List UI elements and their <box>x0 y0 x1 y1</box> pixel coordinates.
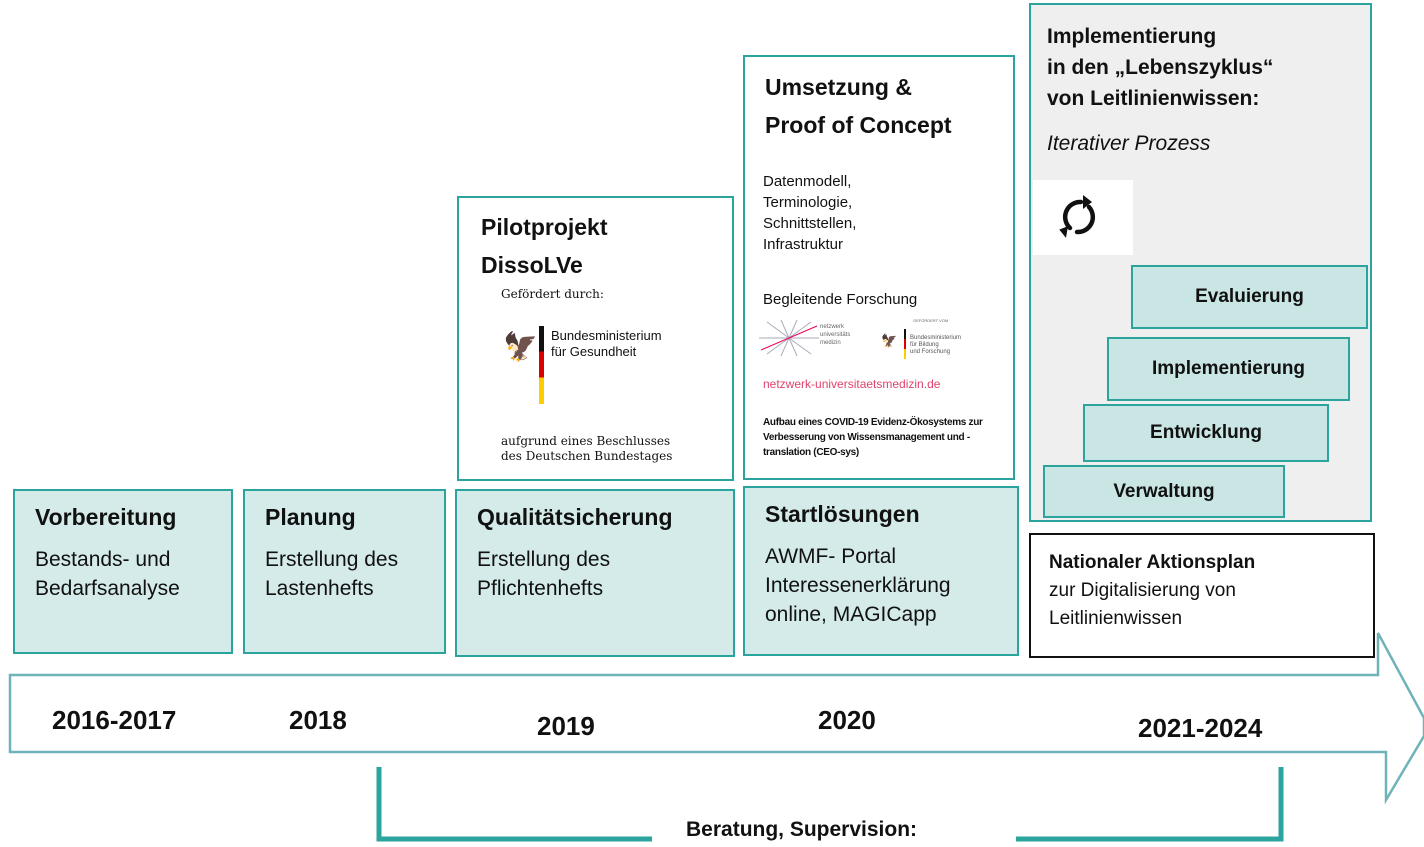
proof-items: Datenmodell, Terminologie, Schnittstelle… <box>763 173 857 253</box>
accompanying-research: Begleitende Forschung <box>763 291 918 308</box>
flag-stripe <box>539 326 544 404</box>
timeline-arrow <box>8 632 1424 805</box>
lifecycle-box: Implementierung in den „Lebenszyklus“ vo… <box>1029 3 1372 522</box>
phase-vorbereitung: Vorbereitung Bestands- und Bedarfsanalys… <box>13 489 233 654</box>
num-network-logo-icon <box>759 320 819 356</box>
phase-text: Bestands- und Bedarfsanalyse <box>35 548 180 600</box>
phase-text: Erstellung des Pflichtenhefts <box>477 548 611 600</box>
year-2020: 2020 <box>818 705 876 735</box>
bmbf-stripe <box>904 329 906 359</box>
year-2019: 2019 <box>537 711 595 741</box>
year-2021-2024: 2021-2024 <box>1138 713 1263 743</box>
bmg-label: Bundesministerium für Gesundheit <box>551 328 662 359</box>
step-entwicklung: Entwicklung <box>1083 404 1329 462</box>
pilot-title: Pilotprojekt DissoLVe <box>481 214 608 278</box>
phase-title: Qualitätsicherung <box>477 504 673 530</box>
num-url: netzwerk-universitaetsmedizin.de <box>763 377 941 391</box>
year-2018: 2018 <box>289 705 347 735</box>
bmbf-funded-label: GEFÖRDERT VOM <box>913 318 949 323</box>
bracket-label: Beratung, Supervision: <box>686 818 918 841</box>
proof-of-concept-box: Umsetzung & Proof of Concept Datenmodell… <box>743 55 1015 480</box>
phase-startloesungen: Startlösungen AWMF- Portal Interessenerk… <box>743 486 1019 656</box>
lifecycle-subtitle: Iterativer Prozess <box>1047 132 1211 155</box>
supervision-bracket <box>376 767 1284 842</box>
federal-eagle-icon: 🦅 <box>503 331 538 362</box>
proof-title: Umsetzung & Proof of Concept <box>765 74 952 138</box>
refresh-icon <box>1033 180 1133 255</box>
phase-title: Planung <box>265 504 356 530</box>
ceo-sys-text: Aufbau eines COVID-19 Evidenz-Ökosystems… <box>763 417 983 458</box>
phase-text: Erstellung des Lastenhefts <box>265 548 399 600</box>
funded-by-label: Gefördert durch: <box>501 287 604 301</box>
num-logo-text: netzwerk universitäts medizin <box>820 324 851 346</box>
phase-title: Vorbereitung <box>35 504 177 530</box>
phase-text: AWMF- Portal Interessenerklärung online,… <box>765 545 951 626</box>
step-evaluierung: Evaluierung <box>1131 265 1368 329</box>
lifecycle-title: Implementierung in den „Lebenszyklus“ vo… <box>1047 25 1274 110</box>
bmbf-eagle-icon: 🦅 <box>881 333 898 348</box>
year-2016-2017: 2016-2017 <box>52 705 177 735</box>
step-implementierung: Implementierung <box>1107 337 1350 401</box>
action-plan-text: zur Digitalisierung von Leitlinienwissen <box>1049 580 1236 629</box>
phase-title: Startlösungen <box>765 501 920 527</box>
resolution-text: aufgrund eines Beschlusses des Deutschen… <box>501 434 673 463</box>
action-plan-box: Nationaler Aktionsplan zur Digitalisieru… <box>1029 533 1375 658</box>
phase-planung: Planung Erstellung des Lastenhefts <box>243 489 446 654</box>
action-plan-title: Nationaler Aktionsplan <box>1049 552 1256 573</box>
step-verwaltung: Verwaltung <box>1043 465 1285 518</box>
pilot-project-box: Pilotprojekt DissoLVe Gefördert durch: 🦅… <box>457 196 734 481</box>
phase-qualitaetsicherung: Qualitätsicherung Erstellung des Pflicht… <box>455 489 735 657</box>
bmbf-label: Bundesministerium für Bildung und Forsch… <box>910 335 962 355</box>
